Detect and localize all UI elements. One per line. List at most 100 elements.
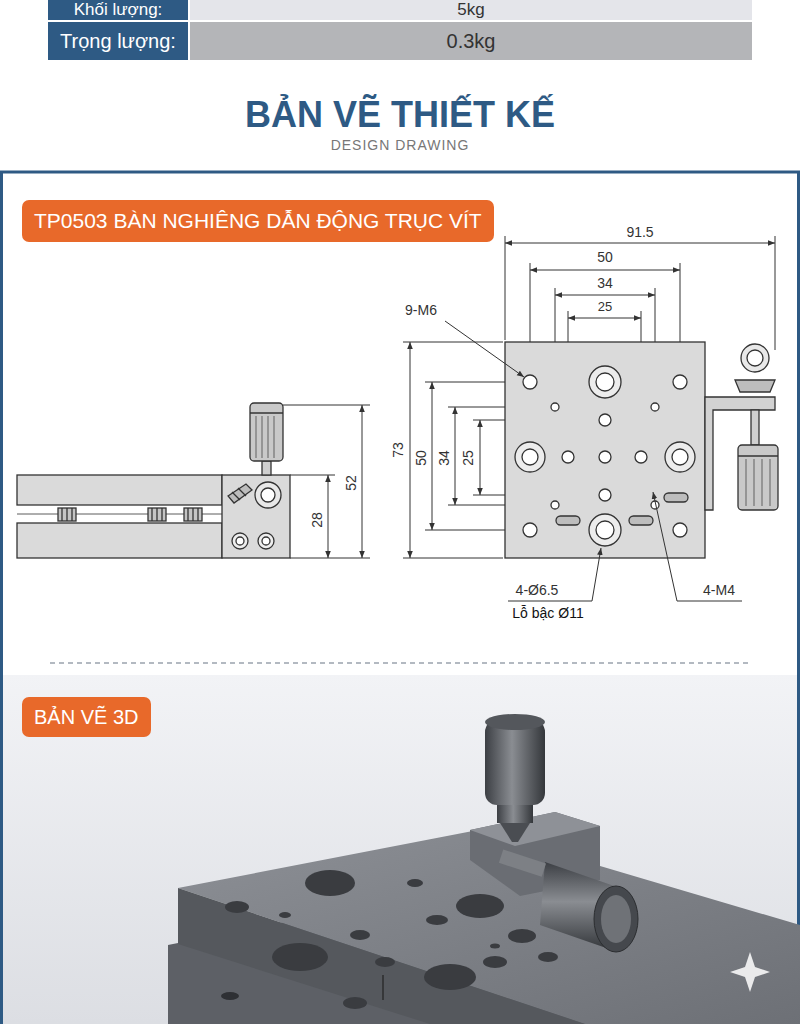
top-view-part: [556, 516, 580, 525]
callout: 4-Ø6.5: [516, 582, 559, 598]
side-view-part: [274, 416, 275, 458]
side-view-part: [258, 533, 274, 549]
side-view-part: [228, 484, 252, 503]
callout: 4-M4: [703, 582, 735, 598]
side-view-part: [184, 508, 202, 521]
top-view-part: [599, 451, 611, 463]
dimension-lines-part: [480, 420, 481, 495]
model-3d-part: [426, 915, 448, 925]
model-3d-part: [538, 952, 558, 962]
dimension: 91.5: [626, 224, 653, 240]
model-3d-part: [424, 964, 476, 990]
side-view-part: [156, 508, 157, 521]
leader-lines-part: [445, 321, 524, 377]
side-view-part: [148, 508, 166, 521]
model-3d-part: [456, 894, 504, 918]
model-3d-part: [500, 823, 530, 842]
top-view-part: [599, 489, 611, 501]
dimension-lines-part: [403, 342, 503, 343]
top-view: [505, 342, 778, 558]
top-view-part: [562, 451, 574, 463]
dimension-lines-part: [283, 405, 370, 406]
table-cell: Trọng lượng:: [60, 30, 176, 53]
side-view-part: [256, 416, 257, 458]
dimension-lines-part: [403, 558, 503, 559]
callout: Lỗ bậc Ø11: [512, 605, 583, 621]
dimension: 28: [309, 512, 325, 528]
dimension-lines-part: [410, 342, 411, 558]
top-view-part: [505, 342, 705, 558]
dimension-lines-part: [432, 382, 433, 530]
model-3d-part: [375, 957, 395, 967]
side-view-part: [17, 475, 222, 505]
top-view-part: [664, 493, 688, 502]
dimension-lines-part: [455, 407, 456, 505]
model-3d-part: [490, 944, 500, 949]
top-view-part: [665, 442, 695, 472]
top-view-part: [523, 523, 537, 537]
side-view-part: [66, 508, 67, 521]
top-view-part: [738, 455, 778, 456]
side-view-part: [151, 508, 152, 521]
model-3d-part: [272, 943, 328, 971]
model-3d-part: [485, 714, 545, 730]
section-tag: BẢN VẼ 3D: [22, 697, 151, 737]
top-view-part: [741, 344, 769, 372]
model-3d-part: [382, 975, 383, 1000]
dimension: 34: [436, 450, 452, 466]
side-view-part: [238, 488, 246, 496]
top-view-part: [599, 414, 611, 426]
section-tag-text: TP0503 BÀN NGHIÊNG DẪN ĐỘNG TRỤC VÍT: [34, 209, 482, 233]
dimension: 25: [460, 450, 476, 466]
dimension-lines-part: [568, 318, 641, 319]
side-view-part: [255, 482, 281, 508]
top-view-part: [635, 451, 647, 463]
model-3d-part: [499, 850, 546, 877]
dimension: 52: [343, 475, 359, 491]
dimension: 34: [597, 275, 613, 291]
model-3d-part: [594, 886, 638, 952]
dimension-lines: [283, 236, 775, 558]
side-view-part: [268, 416, 269, 458]
dimension: 25: [598, 300, 612, 315]
model-3d-part: [730, 952, 770, 992]
side-view-part: [262, 416, 263, 458]
section-title: BẢN VẼ THIẾT KẾ: [245, 94, 555, 135]
side-view-part: [236, 537, 244, 545]
drawing-panel-part: [50, 662, 750, 664]
top-view-part: [754, 459, 755, 506]
top-view-part: [596, 373, 614, 391]
top-view-part: [738, 445, 778, 510]
dimension-lines-part: [555, 295, 655, 296]
side-view-part: [192, 508, 193, 521]
callout: 9-M6: [405, 302, 437, 318]
dimension-lines-part: [505, 243, 775, 244]
top-view-part: [735, 380, 775, 392]
dimension: 50: [597, 249, 613, 265]
top-view-part: [522, 449, 538, 465]
model-3d-part: [279, 912, 291, 918]
model-3d-part: [350, 930, 370, 940]
dimension-lines-part: [775, 236, 776, 350]
top-view-part: [751, 410, 759, 445]
top-view-part: [589, 366, 621, 398]
top-view-part: [551, 403, 559, 411]
top-view-part: [673, 375, 687, 389]
side-view-part: [250, 403, 283, 461]
side-view-part: [17, 523, 222, 558]
dimension-lines-part: [362, 405, 363, 558]
model-3d-part: [470, 812, 600, 846]
top-view-part: [596, 521, 614, 539]
side-view-part: [262, 461, 271, 475]
spec-table-part: [48, 22, 188, 60]
top-view-part: [672, 449, 688, 465]
section-subtitle: DESIGN DRAWING: [331, 137, 470, 153]
side-view-part: [161, 508, 162, 521]
side-view-part: [71, 508, 72, 521]
top-view-part: [747, 350, 763, 366]
side-view-part: [250, 412, 283, 413]
section-tag: TP0503 BÀN NGHIÊNG DẪN ĐỘNG TRỤC VÍT: [22, 200, 494, 242]
section-tag-text: BẢN VẼ 3D: [34, 706, 139, 729]
dimension-lines-part: [290, 558, 370, 559]
